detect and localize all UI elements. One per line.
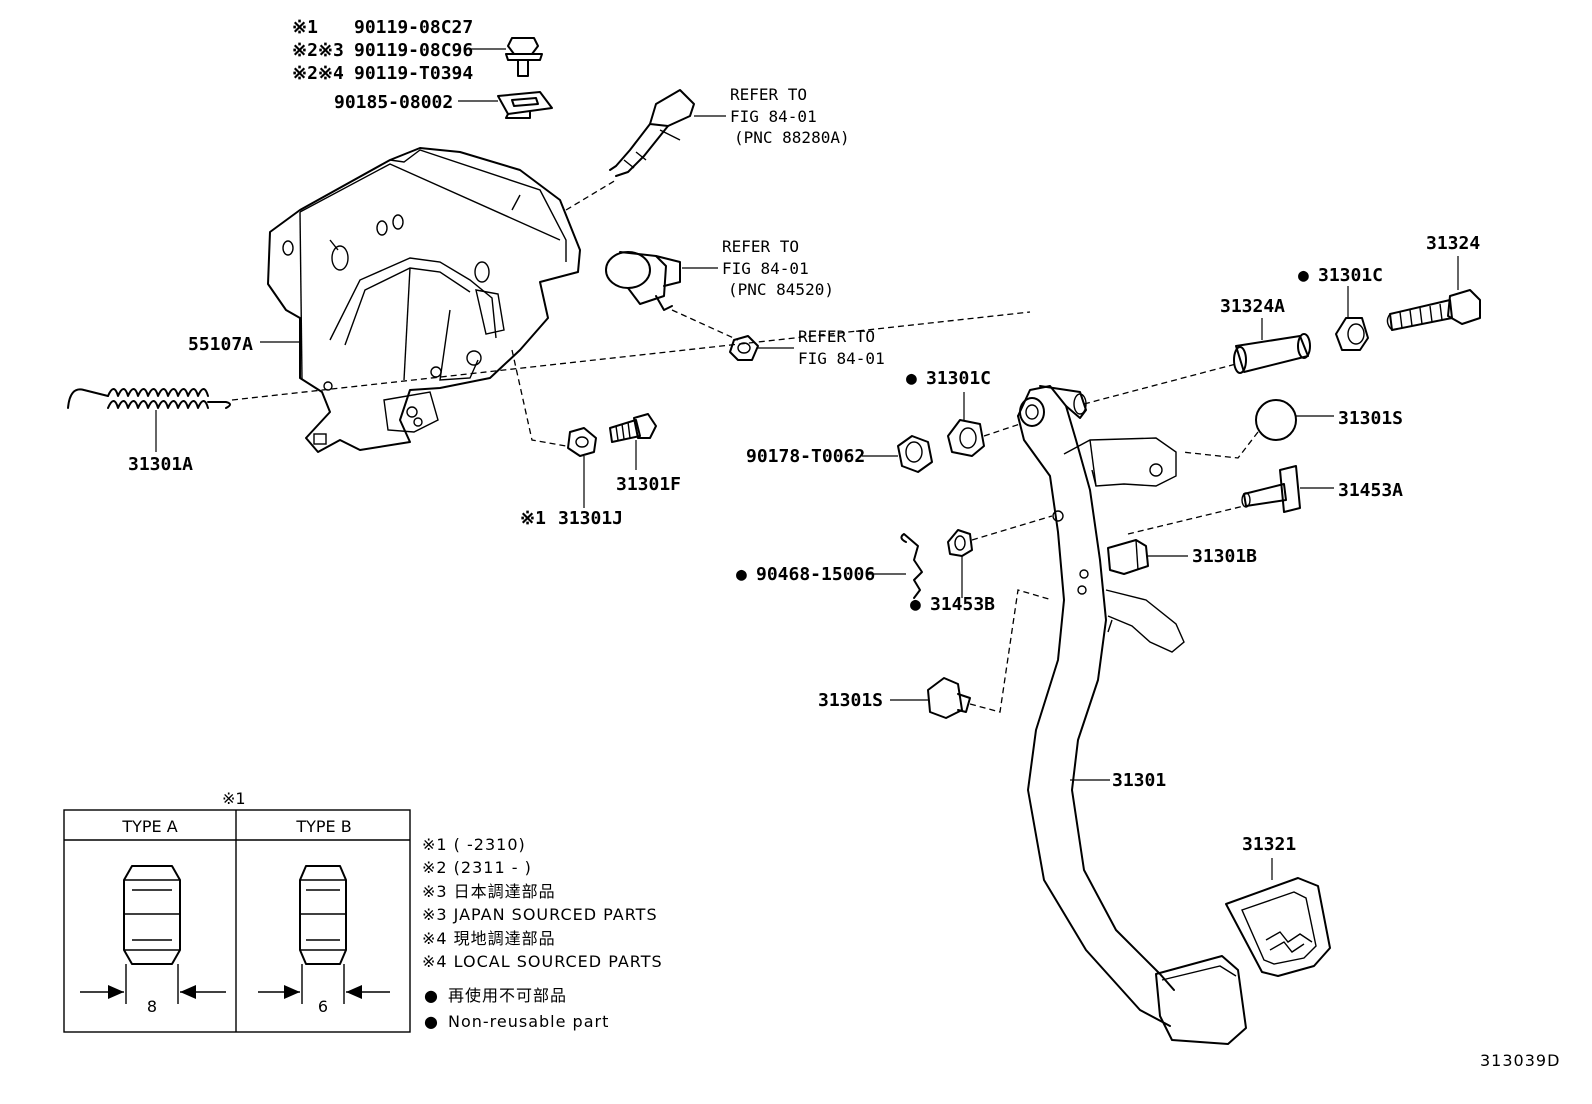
- label-90185-08002: 90185-08002: [334, 92, 453, 113]
- bolt-31324: [1386, 289, 1481, 331]
- bushing-31301C-mid: [947, 419, 985, 457]
- bolt-variant-number-1: 90119-08C27: [354, 17, 473, 38]
- pin-31453A: [1241, 465, 1301, 513]
- reference-3-line2: FIG 84-01: [798, 349, 885, 368]
- legend-en: Non-reusable part: [448, 1012, 609, 1031]
- bushing-90178-T0062: [897, 435, 933, 473]
- nut-table-type-b: TYPE B: [295, 817, 351, 836]
- note-2: ※2 (2311 - ): [422, 858, 532, 877]
- label-31301F: 31301F: [616, 474, 681, 495]
- note-3-jp: ※3 日本調達部品: [422, 882, 556, 901]
- bolt-variant-list: ※1 90119-08C27 ※2※3 90119-08C96 ※2※4 901…: [292, 17, 473, 84]
- nut-table-title-mark: ※1: [222, 789, 246, 808]
- reference-2-line1: REFER TO: [722, 237, 799, 256]
- legend: ● 再使用不可部品 ● Non-reusable part: [424, 986, 609, 1031]
- stopper-31301S-right: [1255, 399, 1297, 441]
- figure-number: 313039D: [1480, 1051, 1560, 1070]
- stop-lamp-switch: [609, 89, 695, 177]
- bolt-variant-number-3: 90119-T0394: [354, 63, 473, 84]
- reference-1: REFER TO FIG 84-01 (PNC 88280A): [730, 85, 850, 147]
- label-31301J: 31301J: [558, 508, 623, 529]
- note-4-jp: ※4 現地調達部品: [422, 929, 556, 948]
- bolt-variant-mark-2: ※2※3: [292, 40, 344, 61]
- return-spring-31301A: [67, 388, 231, 409]
- reference-1-line2: FIG 84-01: [730, 107, 817, 126]
- label-31453A: 31453A: [1338, 480, 1403, 501]
- nut-type-table: ※1 TYPE A TYPE B 8: [63, 789, 411, 1033]
- legend-jp: 再使用不可部品: [448, 986, 567, 1005]
- nut-mark-31301J: ※1: [520, 508, 546, 529]
- nut-type-a-dimension: 8: [147, 997, 157, 1016]
- label-55107A: 55107A: [188, 334, 253, 355]
- cotter-pin-90468-15006: [900, 533, 923, 599]
- note-4-en: ※4 LOCAL SOURCED PARTS: [422, 952, 663, 971]
- bolt-variant-mark-3: ※2※4: [292, 63, 344, 84]
- label-31301: 31301: [1112, 770, 1166, 791]
- nut-type-b-drawing: [258, 865, 390, 1004]
- nonreusable-dot-31301C-top: ●: [1298, 265, 1309, 286]
- bolt-variant-mark-1: ※1: [292, 17, 318, 38]
- bolt-variant-number-2: 90119-08C96: [354, 40, 473, 61]
- collar-31324A: [1233, 333, 1311, 374]
- nut-type-a-drawing: [80, 865, 226, 1004]
- label-31301C-mid: 31301C: [926, 368, 991, 389]
- reference-2-line2: FIG 84-01: [722, 259, 809, 278]
- pedal-pad-31321: [1225, 877, 1331, 977]
- clip-31453B: [947, 529, 973, 557]
- reference-2: REFER TO FIG 84-01 (PNC 84520): [722, 237, 834, 299]
- brake-pedal-arm-31301: [1017, 385, 1247, 1045]
- label-31321: 31321: [1242, 834, 1296, 855]
- reference-1-line3: (PNC 88280A): [734, 128, 850, 147]
- cushion-31301B: [1107, 539, 1149, 575]
- reference-1-line1: REFER TO: [730, 85, 807, 104]
- label-31324: 31324: [1426, 233, 1480, 254]
- label-31301C-top: 31301C: [1318, 265, 1383, 286]
- label-31301S-right: 31301S: [1338, 408, 1403, 429]
- switch-nut: [729, 335, 759, 361]
- label-90468-15006: 90468-15006: [756, 564, 875, 585]
- nonreusable-dot-31453B: ●: [910, 594, 921, 615]
- nut-type-b-dimension: 6: [318, 997, 328, 1016]
- pedal-bracket-55107A: [267, 147, 581, 453]
- note-1: ※1 ( -2310): [422, 835, 526, 854]
- nut-31301J: [567, 427, 597, 457]
- reference-3: REFER TO FIG 84-01: [798, 327, 885, 368]
- bolt-31301F: [609, 413, 657, 443]
- clip-90185-08002: [497, 91, 553, 119]
- legend-marker-2: ●: [424, 1012, 439, 1031]
- bushing-31301C-top: [1335, 317, 1369, 351]
- note-3-en: ※3 JAPAN SOURCED PARTS: [422, 905, 658, 924]
- reference-2-line3: (PNC 84520): [728, 280, 834, 299]
- label-31453B: 31453B: [930, 594, 995, 615]
- label-90178-T0062: 90178-T0062: [746, 446, 865, 467]
- nut-table-type-a: TYPE A: [121, 817, 177, 836]
- nonreusable-dot-31301C-mid: ●: [906, 368, 917, 389]
- notes: ※1 ( -2310) ※2 (2311 - ) ※3 日本調達部品 ※3 JA…: [422, 835, 663, 971]
- clutch-switch: [605, 251, 681, 311]
- label-31301B: 31301B: [1192, 546, 1257, 567]
- label-31301S-left: 31301S: [818, 690, 883, 711]
- stopper-31301S-left: [927, 677, 971, 719]
- nonreusable-dot-90468: ●: [736, 564, 747, 585]
- label-31324A: 31324A: [1220, 296, 1285, 317]
- label-31301A: 31301A: [128, 454, 193, 475]
- legend-marker-1: ●: [424, 986, 439, 1005]
- reference-3-line1: REFER TO: [798, 327, 875, 346]
- bolt-90119: [505, 37, 543, 77]
